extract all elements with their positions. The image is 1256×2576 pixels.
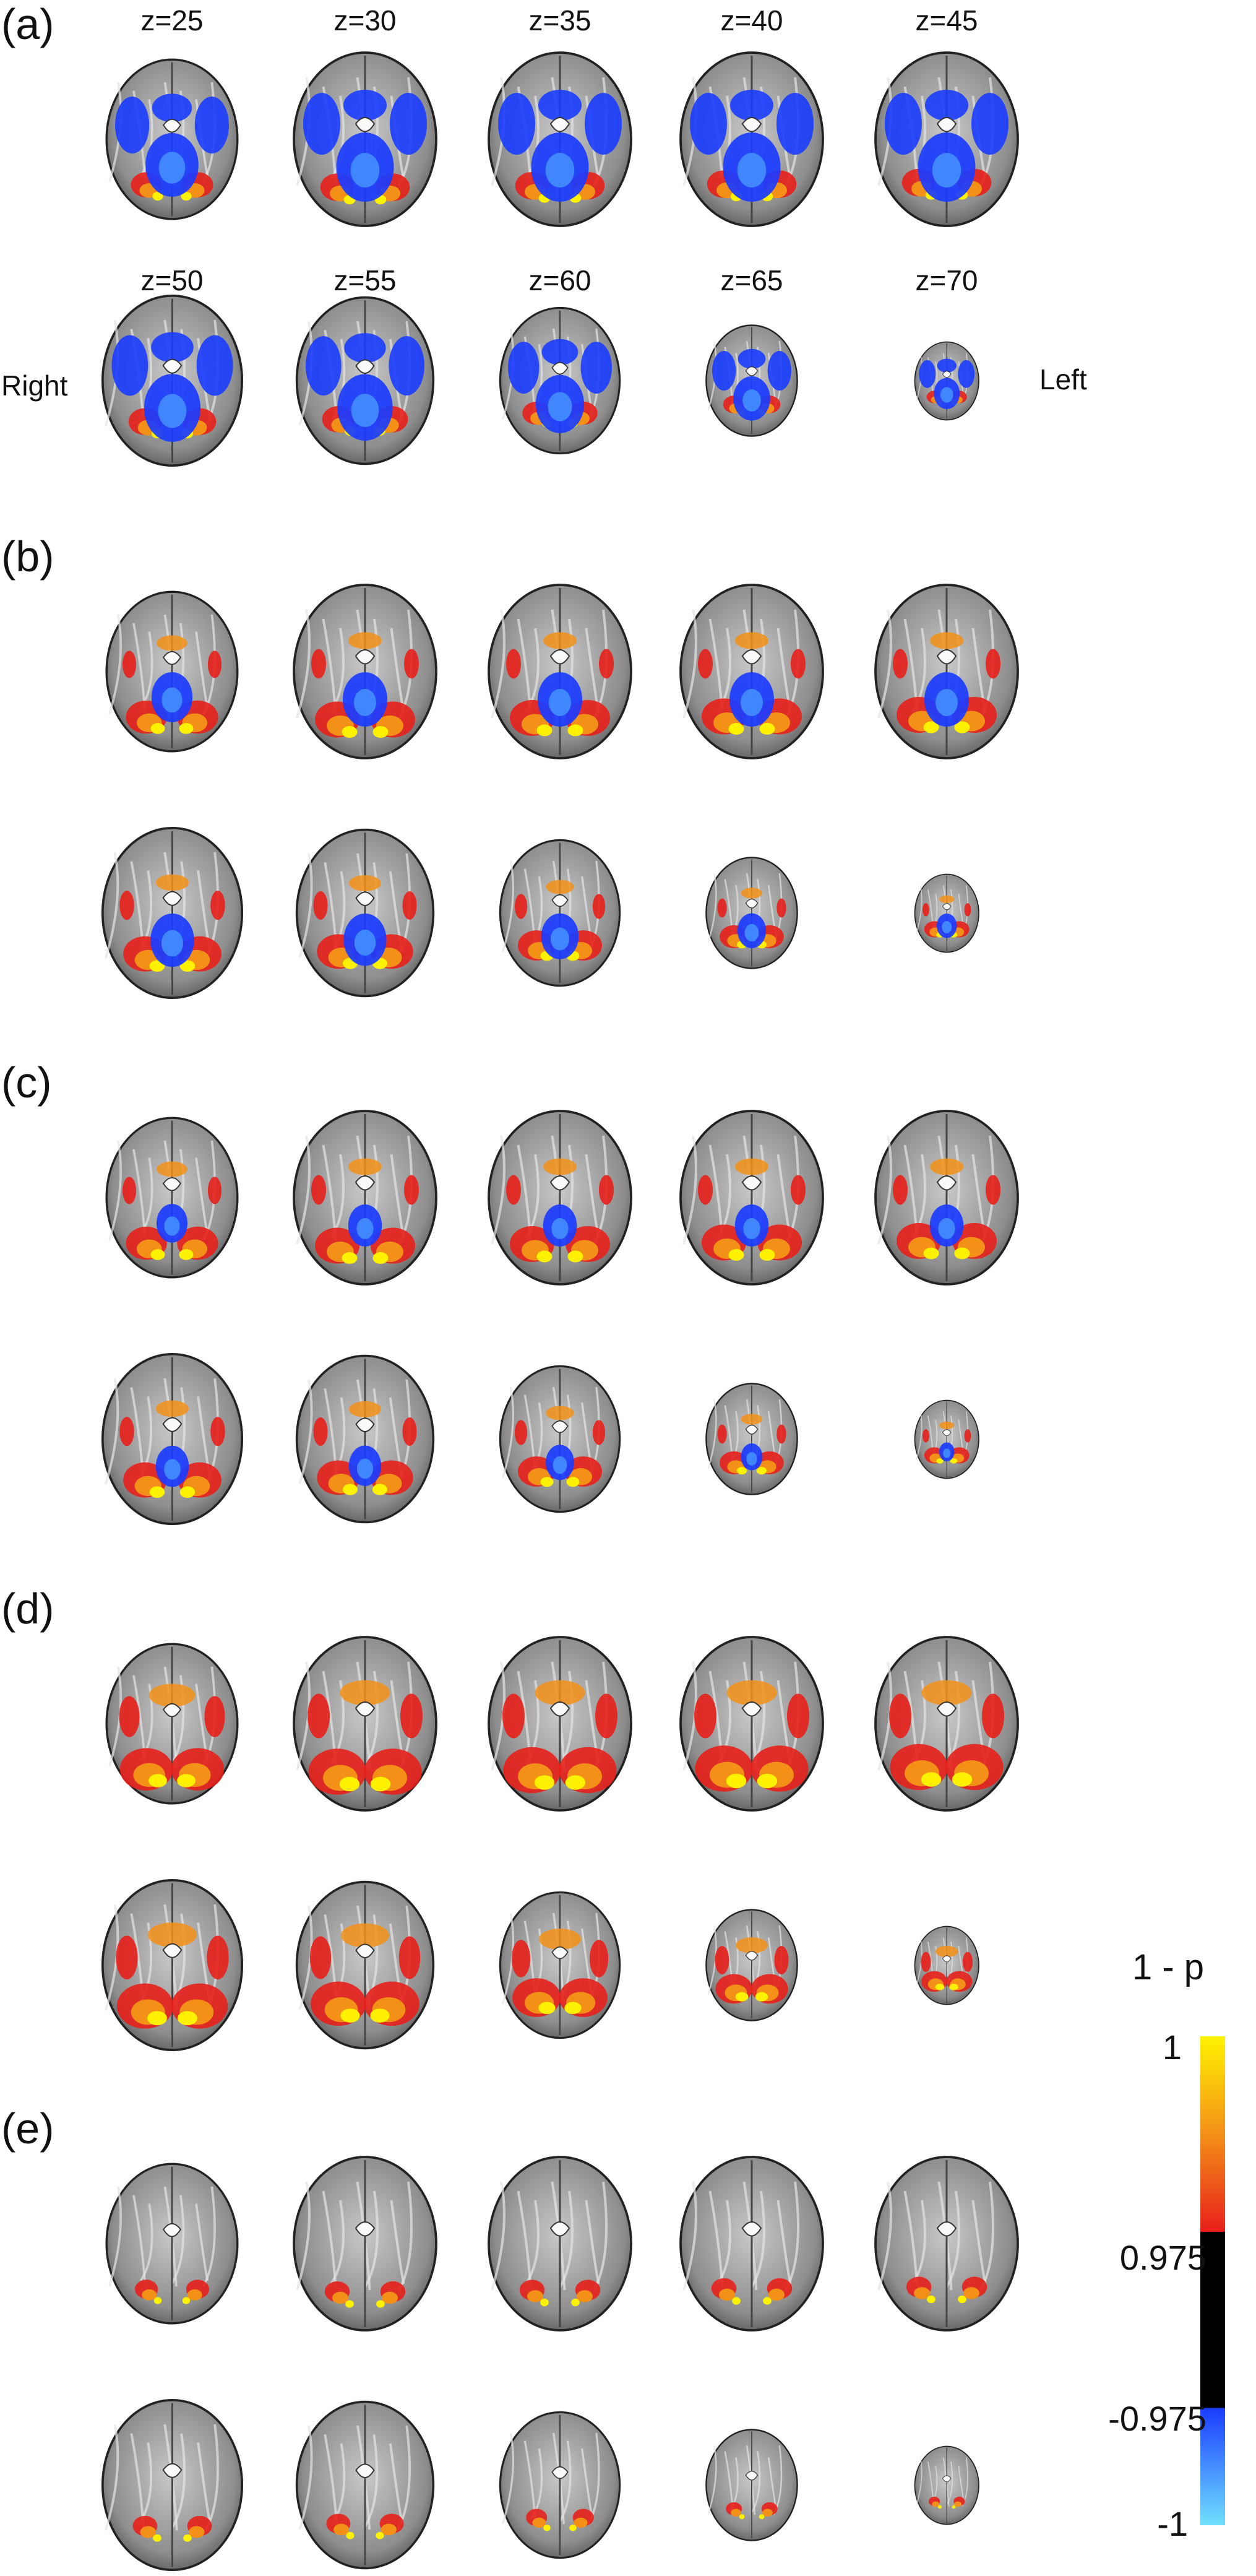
brain-slice bbox=[874, 1110, 1019, 1286]
brain-slice bbox=[488, 1110, 632, 1286]
slice-z-label: z=70 bbox=[915, 264, 978, 296]
brain-slice bbox=[499, 306, 621, 455]
brain-slice bbox=[874, 1636, 1019, 1812]
orientation-left-label: Left bbox=[1039, 363, 1087, 395]
brain-slice bbox=[488, 584, 632, 759]
brain-slice bbox=[293, 51, 437, 227]
brain-slice bbox=[293, 2156, 437, 2332]
slice-z-label: z=60 bbox=[528, 264, 591, 296]
brain-slice bbox=[295, 1354, 435, 1524]
brain-slice bbox=[488, 51, 632, 227]
brain-slice bbox=[488, 1636, 632, 1812]
colorbar-tick-upper-threshold: 0.975 bbox=[1119, 2238, 1207, 2277]
orientation-right-label: Right bbox=[1, 370, 68, 402]
slice-z-label: z=40 bbox=[720, 4, 783, 37]
brain-slice bbox=[679, 2156, 824, 2332]
slice-z-label: z=65 bbox=[720, 264, 783, 296]
brain-slice bbox=[105, 58, 239, 220]
brain-slice bbox=[705, 2429, 798, 2541]
brain-slice bbox=[105, 1643, 239, 1805]
brain-slice bbox=[295, 828, 435, 998]
colorbar bbox=[1200, 2036, 1225, 2525]
slice-z-label: z=45 bbox=[915, 4, 978, 37]
brain-slice bbox=[101, 1878, 243, 2052]
brain-slice bbox=[499, 1365, 621, 1513]
panel-label: (a) bbox=[1, 0, 54, 48]
panel-label: (b) bbox=[1, 532, 54, 581]
brain-slice bbox=[914, 2445, 979, 2525]
brain-slice bbox=[293, 1636, 437, 1812]
colorbar-title: 1 - p bbox=[1132, 1947, 1205, 1987]
brain-slice bbox=[105, 1117, 239, 1279]
slice-z-label: z=55 bbox=[333, 264, 397, 296]
brain-slice bbox=[293, 584, 437, 759]
panel-label: (e) bbox=[1, 2104, 54, 2153]
brain-slice bbox=[105, 2163, 239, 2325]
brain-slice bbox=[679, 1636, 824, 1812]
slice-z-label: z=30 bbox=[333, 4, 397, 37]
brain-slice bbox=[679, 51, 824, 227]
brain-slice bbox=[101, 2398, 243, 2572]
brain-slice bbox=[101, 1352, 243, 1526]
brain-slice bbox=[295, 296, 435, 465]
brain-slice bbox=[295, 1880, 435, 2050]
brain-slice bbox=[499, 2411, 621, 2559]
brain-slice bbox=[874, 2156, 1019, 2332]
brain-slice bbox=[914, 1926, 979, 2005]
brain-slice bbox=[705, 1909, 798, 2021]
slice-z-label: z=50 bbox=[140, 264, 204, 296]
colorbar-tick-min: -1 bbox=[1157, 2504, 1188, 2543]
slice-z-label: z=35 bbox=[528, 4, 591, 37]
brain-slice bbox=[105, 590, 239, 753]
colorbar-tick-lower-threshold: -0.975 bbox=[1108, 2399, 1207, 2438]
brain-slice bbox=[499, 1891, 621, 2039]
panel-label: (d) bbox=[1, 1584, 54, 1633]
brain-slice bbox=[488, 2156, 632, 2332]
colorbar-tick-max: 1 bbox=[1162, 2028, 1182, 2067]
brain-slice bbox=[679, 1110, 824, 1286]
panel-label: (c) bbox=[1, 1058, 52, 1107]
brain-slice bbox=[705, 1383, 798, 1495]
brain-slice bbox=[295, 2400, 435, 2570]
brain-slice bbox=[874, 584, 1019, 759]
brain-slice bbox=[679, 584, 824, 759]
brain-slice bbox=[914, 1399, 979, 1479]
brain-slice bbox=[705, 324, 798, 437]
brain-slice bbox=[499, 839, 621, 987]
slice-z-label: z=25 bbox=[140, 4, 204, 37]
brain-slice bbox=[293, 1110, 437, 1286]
brain-slice bbox=[101, 294, 243, 467]
brain-slice bbox=[101, 826, 243, 1000]
brain-slice bbox=[874, 51, 1019, 227]
brain-slice bbox=[914, 341, 979, 420]
brain-slice bbox=[705, 857, 798, 969]
brain-slice bbox=[914, 873, 979, 953]
